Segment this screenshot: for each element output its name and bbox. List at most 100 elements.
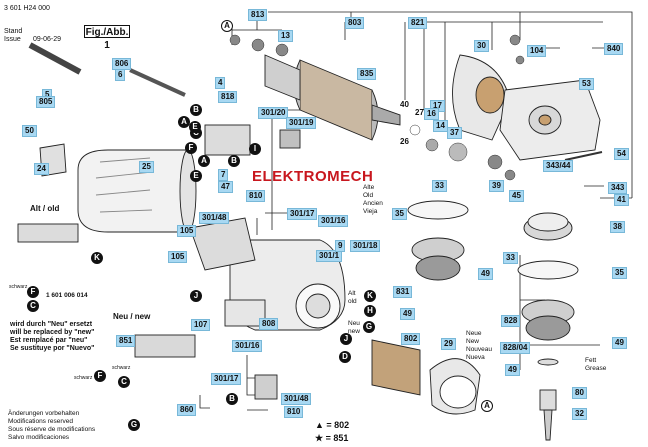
part-tag-831[interactable]: 831 [393,286,413,298]
ref-circle-k2: K [364,290,376,302]
part-tag-803[interactable]: 803 [345,17,365,29]
alt-small-2: old [348,298,357,305]
part-tag-343[interactable]: 343 [608,182,628,194]
part-tag-35-old[interactable]: 35 [392,208,407,220]
part-tag-53[interactable]: 53 [579,78,594,90]
part-tag-810[interactable]: 810 [246,190,266,202]
part-tag-39[interactable]: 39 [489,180,504,192]
part-tag-840[interactable]: 840 [604,43,624,55]
part-tag-851[interactable]: 851 [116,335,136,347]
part-tag-301-16-new[interactable]: 301/16 [232,340,263,352]
part-tag-4[interactable]: 4 [215,77,226,89]
neu-new-heading: Neu / new [113,312,151,321]
ref-circle-i: I [249,143,261,155]
part-tag-7[interactable]: 7 [218,169,229,181]
part-tag-301-19[interactable]: 301/19 [286,117,317,129]
replaced-note-1: wird durch "Neu" ersetzt [10,321,93,328]
ref-circle-a-bottom: A [481,400,493,412]
part-tag-301-48-new[interactable]: 301/48 [281,393,312,405]
part-tag-41[interactable]: 41 [614,194,629,206]
changes-note-2: Modifications reserved [8,418,74,425]
wire-label-1: schwarz [9,284,28,290]
part-tag-860[interactable]: 860 [177,404,197,416]
ref-circle-a2: A [198,155,210,167]
brand-watermark: ELEKTROMECH [252,168,374,185]
part-tag-343-44[interactable]: 343/44 [543,160,574,172]
part-tag-301-16[interactable]: 301/16 [318,215,349,227]
part-tag-805[interactable]: 805 [36,96,56,108]
part-tag-30[interactable]: 30 [474,40,489,52]
part-number-26: 26 [400,137,409,146]
part-tag-104[interactable]: 104 [527,45,547,57]
legend-triangle: ▲ = 802 [315,420,350,430]
ref-circle-d: D [339,351,351,363]
part-tag-49-b[interactable]: 49 [400,308,415,320]
part-tag-32[interactable]: 32 [572,408,587,420]
replaced-note-3: Est remplacé par "neu" [10,337,88,344]
ref-circle-e2: E [190,170,202,182]
ref-circle-g2: G [128,419,140,431]
part-tag-50[interactable]: 50 [22,125,37,137]
part-tag-49-c[interactable]: 49 [612,337,627,349]
part-tag-24[interactable]: 24 [34,163,49,175]
changes-note-4: Salvo modificaciones [8,434,70,441]
wire-label-2: schwarz [74,375,93,381]
part-tag-29[interactable]: 29 [441,338,456,350]
part-tag-828[interactable]: 828 [501,315,521,327]
part-tag-33-new[interactable]: 33 [432,180,447,192]
part-tag-49-a[interactable]: 49 [478,268,493,280]
part-tag-13[interactable]: 13 [278,30,293,42]
part-tag-301-48[interactable]: 301/48 [199,212,230,224]
part-tag-301-20[interactable]: 301/20 [258,107,289,119]
replaced-note-4: Se sustituye por "Nuevo" [10,345,95,352]
ref-circle-f2: F [27,286,39,298]
part-tag-301-17[interactable]: 301/17 [287,208,318,220]
part-tag-301-18[interactable]: 301/18 [350,240,381,252]
part-tag-49-d[interactable]: 49 [505,364,520,376]
part-tag-54[interactable]: 54 [614,148,629,160]
part-tag-818[interactable]: 818 [218,91,238,103]
part-tag-80[interactable]: 80 [572,387,587,399]
neu-small-2: new [348,328,360,335]
part-tag-38[interactable]: 38 [610,221,625,233]
part-tag-828-04[interactable]: 828/04 [500,342,531,354]
part-tag-802[interactable]: 802 [401,333,421,345]
part-tag-810-new[interactable]: 810 [284,406,304,418]
part-tag-25[interactable]: 25 [139,161,154,173]
part-tag-45[interactable]: 45 [509,190,524,202]
alt-old-heading: Alt / old [30,204,60,213]
alt-small-1: Alt [348,290,356,297]
wire-label-3: schwarz [112,365,131,371]
ref-circle-a-top: A [221,20,233,32]
part-tag-835[interactable]: 835 [357,68,377,80]
part-tag-808[interactable]: 808 [259,318,279,330]
legend-star: ★ = 851 [315,433,349,443]
part-tag-35-new[interactable]: 35 [612,267,627,279]
part-tag-301-17-new[interactable]: 301/17 [211,373,242,385]
part-tag-107[interactable]: 107 [191,319,211,331]
ref-circle-k: K [91,252,103,264]
ref-circle-h: H [364,305,376,317]
ref-circle-b: B [190,104,202,116]
part-tag-47[interactable]: 47 [218,181,233,193]
new-label-4: Nueva [466,354,485,361]
part-tag-105-a[interactable]: 105 [177,225,197,237]
part-tag-16[interactable]: 16 [424,108,439,120]
part-tag-301-1[interactable]: 301/1 [316,250,343,262]
ref-circle-e: E [189,121,201,133]
ref-circle-g: G [363,321,375,333]
ref-circle-j: J [190,290,202,302]
part-tag-9[interactable]: 9 [335,240,346,252]
part-tag-6[interactable]: 6 [115,69,126,81]
part-tag-33-old[interactable]: 33 [503,252,518,264]
part-tag-813[interactable]: 813 [248,9,268,21]
changes-note-1: Änderungen vorbehalten [8,410,80,417]
part-tag-105-b[interactable]: 105 [168,251,188,263]
part-tag-821[interactable]: 821 [408,17,428,29]
changes-note-3: Sous réserve de modifications [8,426,96,433]
part-tag-37[interactable]: 37 [447,127,462,139]
grease-label-1: Fett [585,357,597,364]
doc-number: 3 601 H24 000 [4,5,50,12]
part-tag-14[interactable]: 14 [433,120,448,132]
